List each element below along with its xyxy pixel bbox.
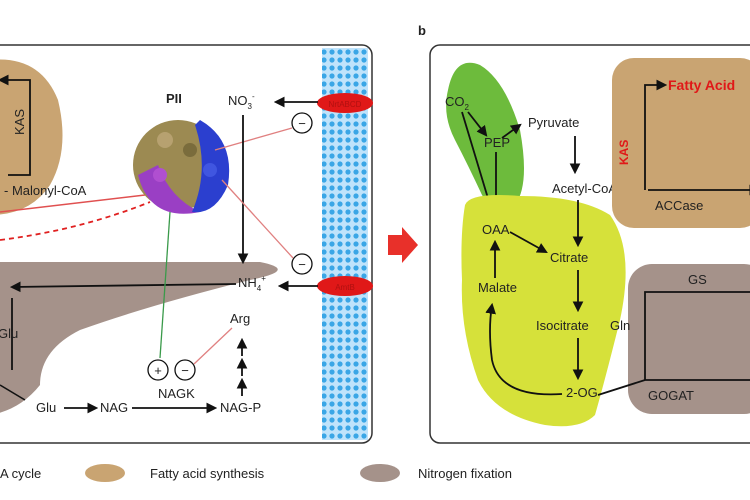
gln-label: Gln <box>610 318 630 333</box>
citrate-label: Citrate <box>550 250 588 265</box>
arg-feedback-line <box>193 327 233 365</box>
nag-label: NAG <box>100 400 128 415</box>
co2-to-oaa-arrow <box>461 111 493 208</box>
oaa-label: OAA <box>482 222 510 237</box>
2og-to-malate-arrow <box>485 302 563 396</box>
kas-label-right: KAS <box>617 140 631 165</box>
transporter-top-label: NrtABCD <box>329 100 362 109</box>
kas-arrow-right <box>644 79 668 190</box>
gogat-arrow <box>597 379 750 396</box>
inhibit-sign-top: − <box>298 116 306 131</box>
gs-label: GS <box>688 272 707 287</box>
inhibit-circle-nagk <box>174 359 196 381</box>
kas-arrow-left <box>0 74 31 176</box>
tca-region <box>461 195 626 427</box>
co2-to-pep-arrow <box>467 111 488 137</box>
malonyl-coa-label: - Malonyl-CoA <box>4 183 87 198</box>
transporter-top <box>317 93 373 113</box>
legend-fatty-label: Fatty acid synthesis <box>150 466 265 481</box>
membrane <box>322 48 368 440</box>
co2-label: CO2 <box>445 94 470 112</box>
glu-cross-line <box>0 384 26 401</box>
transporter-bottom <box>317 276 373 296</box>
transporter-bottom-label: AmtB <box>335 283 355 292</box>
nh4-label: NH4+ <box>238 274 266 293</box>
kas-label-left: KAS <box>12 109 27 135</box>
acetyl-coa-label: Acetyl-CoA <box>552 181 617 196</box>
gogat-label: GOGAT <box>648 388 694 403</box>
pii-protein <box>133 120 230 214</box>
pii-link-solid <box>0 194 146 213</box>
legend-fatty-swatch <box>85 464 125 482</box>
activate-sign: + <box>154 363 162 378</box>
legend-tca-label: A cycle <box>0 466 41 481</box>
glu-label: Glu <box>36 400 56 415</box>
glu-label-top: Glu <box>0 326 18 341</box>
pep-label: PEP <box>484 135 510 150</box>
fatty-acid-label: Fatty Acid <box>668 77 735 93</box>
pii-to-nrt-line <box>214 127 293 151</box>
nitrogen-region-left <box>0 262 278 413</box>
malate-label: Malate <box>478 280 517 295</box>
pii-label: PII <box>166 91 182 106</box>
isocitrate-label: Isocitrate <box>536 318 589 333</box>
nitrogen-region-right <box>628 264 750 414</box>
2og-label: 2-OG <box>566 385 598 400</box>
transition-arrow <box>388 227 418 263</box>
inhibit-circle-top <box>291 112 313 134</box>
gs-arrow <box>644 291 750 380</box>
oaa-to-citrate-arrow <box>509 231 548 254</box>
pii-to-nagk-line <box>159 211 171 359</box>
arg-label: Arg <box>230 311 250 326</box>
nagk-label: NAGK <box>158 386 195 401</box>
pii-link-dashed <box>0 201 151 241</box>
legend-nitrogen-label: Nitrogen fixation <box>418 466 512 481</box>
activate-circle <box>147 359 169 381</box>
nagp-label: NAG-P <box>220 400 261 415</box>
inhibit-sign-nagk: − <box>181 363 189 378</box>
pyruvate-label: Pyruvate <box>528 115 579 130</box>
left-panel-frame <box>0 44 373 444</box>
no3-label: NO3- <box>228 92 255 111</box>
panel-b-letter: b <box>418 23 426 38</box>
legend-nitrogen-swatch <box>360 464 400 482</box>
pep-to-pyruvate-arrow <box>501 123 522 139</box>
accase-label: ACCase <box>655 198 703 213</box>
fatty-acid-region-right <box>612 58 750 228</box>
inhibit-circle-bottom <box>291 253 313 275</box>
inhibit-sign-bottom: − <box>298 257 306 272</box>
pii-to-amt-line <box>221 179 294 259</box>
nh4-to-glu-arrow <box>9 281 237 293</box>
